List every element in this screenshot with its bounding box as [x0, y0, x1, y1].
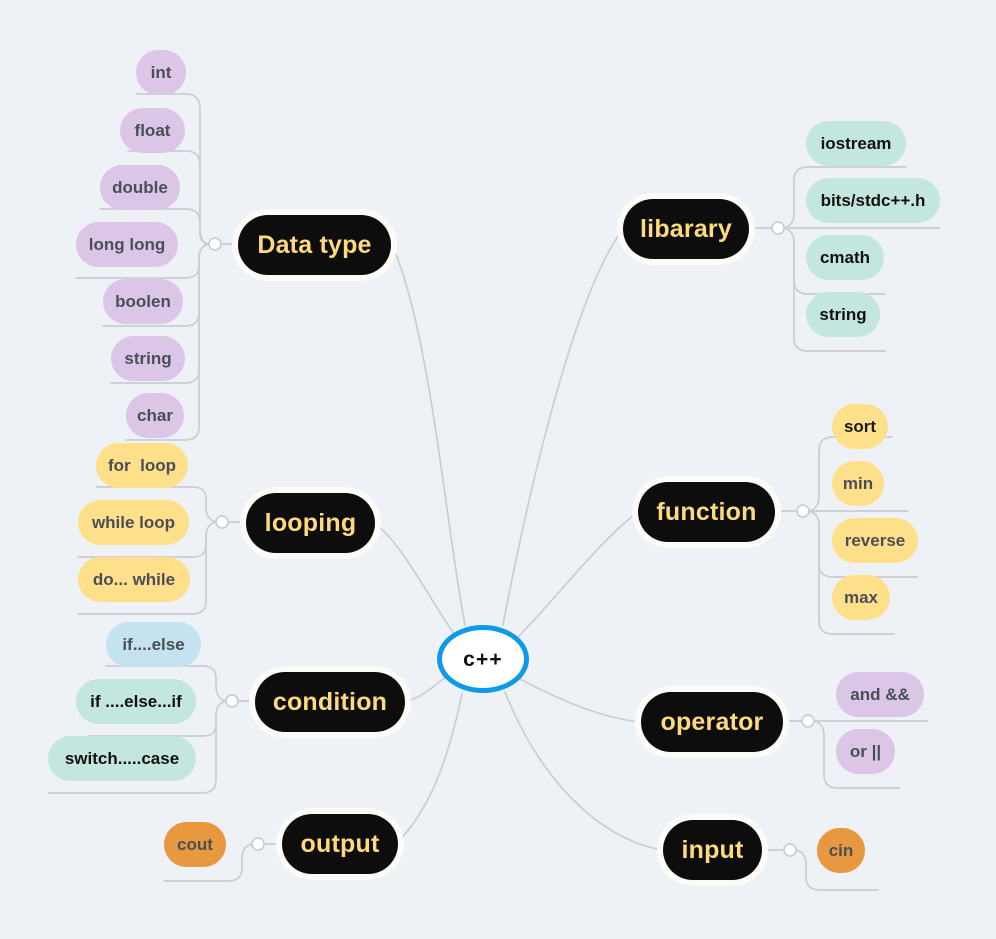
- leaf-label-switch-case: switch.....case: [64, 749, 180, 768]
- branch-node-output[interactable]: output: [282, 814, 398, 874]
- leaf-node-cmath[interactable]: cmath: [806, 235, 884, 280]
- leaf-node-double[interactable]: double: [100, 165, 180, 210]
- leaf-node-cin[interactable]: cin: [817, 828, 865, 873]
- leaf-node-if-else-if[interactable]: if ....else...if: [76, 679, 196, 724]
- branch-label-input: input: [681, 835, 744, 864]
- branch-node-libarary[interactable]: libarary: [623, 199, 749, 259]
- leaf-node-float[interactable]: float: [120, 108, 185, 153]
- branch-node-input[interactable]: input: [663, 820, 762, 880]
- leaf-label-boolen: boolen: [115, 292, 171, 311]
- leaf-node-min[interactable]: min: [832, 461, 884, 506]
- branch-node-data-type[interactable]: Data type: [238, 215, 391, 275]
- leaf-label-cin: cin: [828, 841, 854, 860]
- wire-root-to-looping: [373, 522, 456, 636]
- leaf-label-iostream: iostream: [820, 134, 892, 153]
- leaf-node-cout[interactable]: cout: [164, 822, 226, 867]
- wire-root-to-operator: [517, 677, 642, 723]
- branch-label-output: output: [300, 829, 380, 858]
- branch-label-libarary: libarary: [640, 214, 732, 243]
- branch-node-operator[interactable]: operator: [641, 692, 783, 752]
- branch-label-condition: condition: [272, 687, 388, 716]
- leaf-node-char[interactable]: char: [126, 393, 184, 438]
- branch-node-looping[interactable]: looping: [246, 493, 375, 553]
- leaf-label-char: char: [137, 406, 173, 425]
- leaf-label-cout: cout: [177, 835, 213, 854]
- leaf-node-while-loop[interactable]: while loop: [78, 500, 189, 545]
- leaf-label-int: int: [150, 63, 172, 82]
- leaf-node-iostream[interactable]: iostream: [806, 121, 906, 166]
- leaf-node-if-else[interactable]: if....else: [106, 622, 201, 667]
- leaf-node-string-datatype[interactable]: string: [111, 336, 185, 381]
- leaf-node-max[interactable]: max: [832, 575, 890, 620]
- leaf-label-or: or ||: [849, 742, 882, 761]
- leaf-label-if-else: if....else: [122, 635, 185, 654]
- leaf-node-and[interactable]: and &&: [836, 672, 924, 717]
- wire-root-to-datatype: [391, 244, 466, 626]
- branch-label-function: function: [656, 497, 757, 526]
- leaf-node-do-while[interactable]: do... while: [78, 557, 190, 602]
- root-label: c++: [463, 647, 503, 671]
- leaf-node-int[interactable]: int: [136, 50, 186, 95]
- leaf-label-for-loop: for loop: [108, 456, 176, 475]
- leaf-node-or[interactable]: or ||: [836, 729, 895, 774]
- wire-root-to-libarary: [502, 228, 624, 626]
- leaf-node-long-long[interactable]: long long: [76, 222, 178, 267]
- root-node-cpp[interactable]: c++: [437, 625, 529, 693]
- leaf-label-bits-stdcpp: bits/stdc++.h: [820, 191, 926, 210]
- leaf-node-for-loop[interactable]: for loop: [96, 443, 188, 488]
- wire-root-to-function: [514, 511, 639, 641]
- leaf-node-string-library[interactable]: string: [806, 292, 880, 337]
- wire-root-to-input: [504, 691, 664, 851]
- leaf-node-reverse[interactable]: reverse: [832, 518, 918, 563]
- leaf-label-and: and &&: [850, 685, 910, 704]
- leaf-label-if-else-if: if ....else...if: [90, 692, 182, 711]
- leaf-label-min: min: [842, 474, 874, 493]
- leaf-label-cmath: cmath: [819, 248, 871, 267]
- leaf-label-long-long: long long: [88, 235, 166, 254]
- leaf-label-max: max: [843, 588, 879, 607]
- leaf-node-boolen[interactable]: boolen: [103, 279, 183, 324]
- leaf-label-string-library: string: [819, 305, 867, 324]
- leaf-label-sort: sort: [843, 417, 877, 436]
- leaf-node-switch-case[interactable]: switch.....case: [48, 736, 196, 781]
- leaf-label-string-datatype: string: [124, 349, 172, 368]
- branch-node-condition[interactable]: condition: [255, 672, 405, 732]
- leaf-label-while-loop: while loop: [91, 513, 176, 532]
- leaf-node-sort[interactable]: sort: [832, 404, 888, 449]
- leaf-node-bits-stdcpp[interactable]: bits/stdc++.h: [806, 178, 940, 223]
- leaf-label-reverse: reverse: [844, 531, 906, 550]
- branch-label-looping: looping: [264, 508, 357, 537]
- leaf-label-do-while: do... while: [92, 570, 176, 589]
- leaf-label-float: float: [134, 121, 171, 140]
- branch-node-function[interactable]: function: [638, 482, 775, 542]
- branch-label-operator: operator: [660, 707, 764, 736]
- branch-label-data-type: Data type: [257, 230, 372, 259]
- wire-root-to-output: [395, 693, 463, 845]
- leaf-label-double: double: [112, 178, 168, 197]
